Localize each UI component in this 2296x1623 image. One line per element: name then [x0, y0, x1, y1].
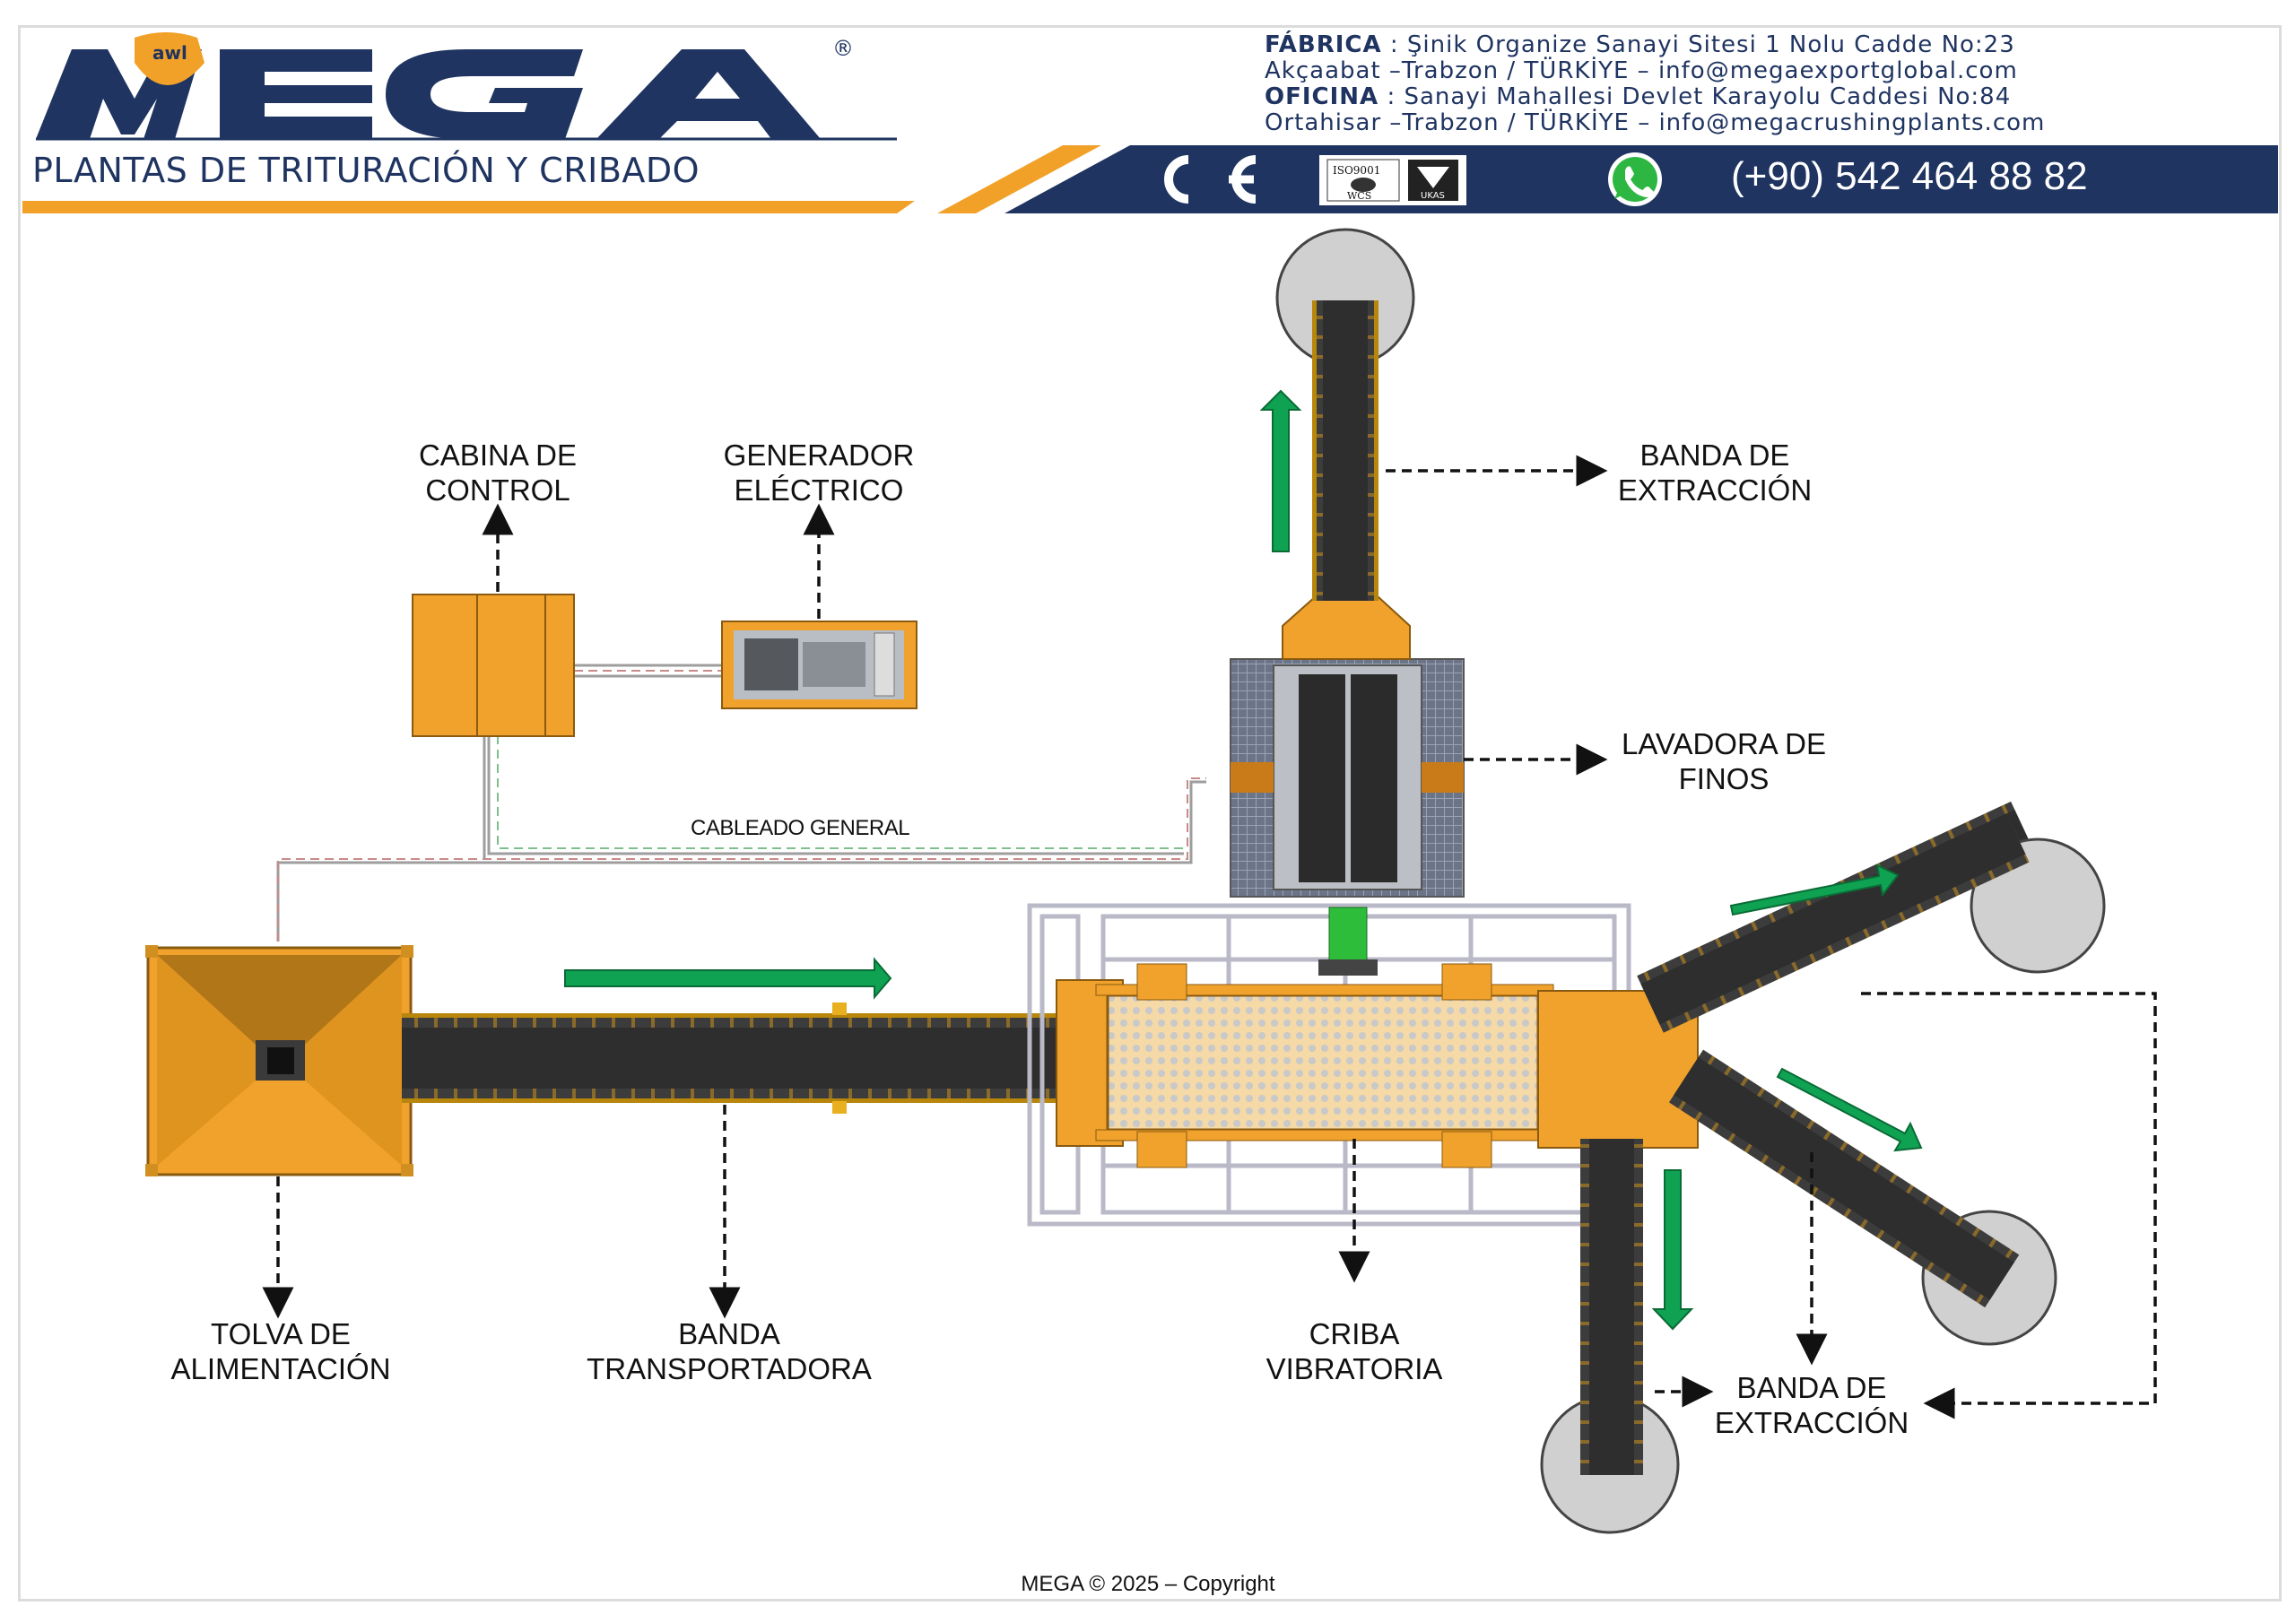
bottom-extraction-conveyor — [1580, 1139, 1643, 1475]
contact-address-block: FÁBRICA : Şinik Organize Sanayi Sitesi 1… — [1265, 32, 2278, 136]
svg-text:WCS: WCS — [1347, 190, 1371, 202]
general-cabling — [276, 664, 1206, 942]
header-orange-stripe — [937, 145, 1101, 213]
mega-logo: awl ® — [36, 32, 897, 141]
svg-text:UKAS: UKAS — [1421, 191, 1445, 201]
company-subtitle: PLANTAS DE TRITURACIÓN Y CRIBADO — [32, 151, 700, 190]
flow-arrow-bottom — [1651, 1169, 1694, 1331]
phone-number: (+90) 542 464 88 82 — [1731, 154, 2088, 198]
iso-certificate-icon: ISO9001 WCS UKAS — [1318, 153, 1468, 207]
right-upper-conveyor-belt-top — [1669, 805, 2030, 1018]
registered-mark: ® — [832, 36, 854, 61]
svg-text:ISO9001: ISO9001 — [1333, 164, 1380, 177]
right-lower-extraction-conveyor — [1668, 1049, 2020, 1308]
office-line: OFICINA : Sanayi Mahallesi Devlet Karayo… — [1265, 83, 2012, 110]
flow-arrow-right-upper — [1729, 864, 1900, 916]
ce-mark-icon — [1164, 155, 1257, 204]
fines-washer — [1230, 595, 1465, 898]
logo-badge-text: awl — [152, 42, 187, 64]
feed-hopper — [145, 945, 413, 1176]
flow-arrow-icon — [564, 389, 1923, 1331]
callout-leaders — [262, 455, 2157, 1419]
copyright-footer: MEGA © 2025 – Copyright — [1021, 1572, 1275, 1596]
logo-underline — [22, 201, 915, 213]
whatsapp-icon — [1608, 152, 1662, 206]
top-extraction-conveyor — [1275, 228, 1415, 601]
label-general-cabling: CABLEADO GENERAL — [691, 816, 910, 840]
flow-arrow-right-lower — [1776, 1067, 1923, 1152]
feed-conveyor — [402, 1002, 1110, 1114]
office-city-line: Ortahisar –Trabzon / TÜRKİYE – info@mega… — [1265, 109, 2046, 136]
control-cabin — [412, 594, 575, 737]
header: awl ® ISO9001 WCS UKAS — [22, 32, 2278, 213]
vibrating-screen — [1056, 907, 1699, 1168]
factory-city-line: Akçaabat –Trabzon / TÜRKİYE – info@megae… — [1265, 57, 2018, 84]
flow-arrow-top — [1259, 389, 1302, 552]
logo-badge — [135, 32, 204, 85]
flow-arrow-feed — [564, 957, 892, 1000]
page-frame — [18, 25, 2282, 1601]
electric-generator — [721, 621, 918, 709]
factory-line: FÁBRICA : Şinik Organize Sanayi Sitesi 1… — [1265, 31, 2015, 58]
